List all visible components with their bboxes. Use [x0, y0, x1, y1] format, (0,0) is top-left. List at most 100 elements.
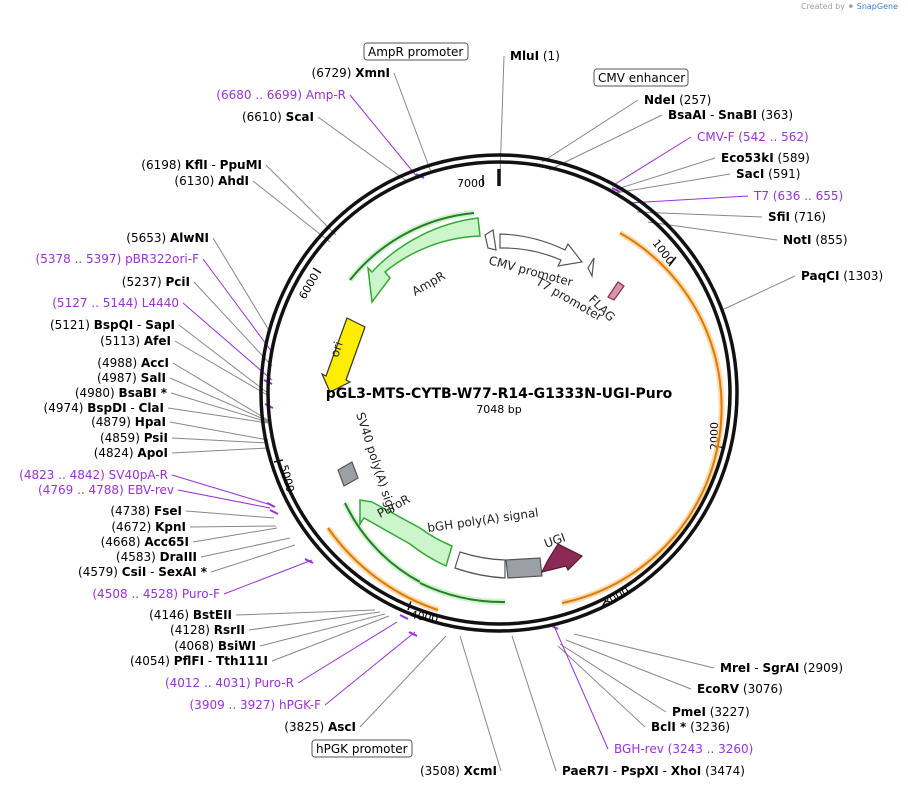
site-label-puro-f: (4508 .. 4528) Puro-F — [92, 587, 220, 601]
leader-line-pmei — [559, 643, 667, 713]
site-label-scai: (6610) ScaI — [242, 110, 314, 124]
site-label-puro-r: (4012 .. 4031) Puro-R — [165, 676, 294, 690]
leader-line-pbr322ori-f — [202, 258, 273, 353]
cmv-enhancer-box — [593, 68, 689, 87]
site-label-amp-r: (6680 .. 6699) Amp-R — [216, 88, 346, 102]
site-label-eco53ki: Eco53kI (589) — [721, 151, 810, 165]
ampr-arrow — [367, 217, 481, 304]
site-label-mrei: MreI - SgrAI (2909) — [720, 661, 843, 675]
site-label-paer7i: PaeR7I - PspXI - XhoI (3474) — [562, 764, 745, 778]
leader-line-ebv-rev — [177, 489, 271, 509]
site-label-mlui: MluI (1) — [510, 49, 560, 63]
ori-arrow — [320, 317, 366, 393]
primer-marker-9 — [399, 614, 409, 620]
site-label-kpni: (4672) KpnI — [111, 520, 186, 534]
leader-line-eco53ki — [613, 157, 716, 191]
site-label-pbr322ori-f: (5378 .. 5397) pBR322ori-F — [36, 252, 200, 266]
site-label-saci: SacI (591) — [736, 167, 800, 181]
site-label-paqci: PaqCI (1303) — [801, 269, 883, 283]
tick-mark-6000 — [312, 267, 322, 274]
site-label-bsaai: BsaAI - SnaBI (363) — [668, 108, 793, 122]
hpgk-promoter-box — [311, 739, 413, 758]
ampr-promoter-arrow — [484, 229, 497, 251]
site-label-alwni: (5653) AlwNI — [126, 231, 209, 245]
plasmid-size: 7048 bp — [476, 403, 521, 416]
site-label-t7: T7 (636 .. 655) — [753, 189, 843, 203]
cmv-enhancer-box-label: CMV enhancer — [598, 71, 685, 85]
hpgk-promoter-arrow — [454, 551, 506, 579]
leader-line-pflfi — [271, 615, 390, 662]
features: AmpR CMV promoter T7 promoter FLAG ori S… — [320, 210, 625, 606]
leader-line-t7 — [627, 195, 749, 204]
site-label-l4440: (5127 .. 5144) L4440 — [52, 296, 179, 310]
tick-label-4000: 4000 — [409, 608, 439, 626]
leader-line-bsaai — [548, 114, 663, 171]
site-label-sv40pa-r: (4823 .. 4842) SV40pA-R — [19, 468, 168, 482]
site-label-psii: (4859) PsiI — [100, 431, 168, 445]
ampr-promoter-box-label: AmpR promoter — [368, 45, 463, 59]
orange-band-right — [561, 232, 723, 604]
primer-marker-0 — [611, 187, 621, 193]
leader-line-rsrii — [248, 611, 381, 631]
bgh-polya-label: bGH poly(A) signal — [426, 506, 539, 535]
site-label-hpgk-f: (3909 .. 3927) hPGK-F — [190, 698, 322, 712]
leader-line-sv40pa-r — [171, 474, 269, 505]
flag-tag-block — [607, 281, 625, 301]
site-label-acc65i: (4668) Acc65I — [101, 535, 189, 549]
leader-line-mrei — [573, 633, 715, 669]
site-label-cmv-f: CMV-F (542 .. 562) — [697, 130, 809, 144]
leader-line-ecorv — [565, 639, 692, 690]
orange-band-left — [327, 527, 439, 611]
site-label-noti: NotI (855) — [783, 233, 848, 247]
leader-line-acci — [172, 362, 269, 421]
leader-line-bsabi- — [170, 392, 269, 423]
right-site-labels: MluI (1) NdeI (257)BsaAI - SnaBI (363) CMV… — [510, 49, 883, 778]
left-site-labels: (6729) XmnI(6680 .. 6699) Amp-R(6610) Sc… — [19, 66, 497, 778]
backbone — [259, 153, 739, 633]
leader-line-bgh-rev — [553, 625, 609, 750]
leader-line-alwni — [212, 237, 271, 333]
leader-line-bsiwi — [259, 613, 386, 647]
primer-marker-10 — [408, 631, 418, 637]
site-label-afei: (5113) AfeI — [100, 334, 171, 348]
leader-line-paqci — [721, 275, 796, 311]
site-label-bspqi: (5121) BspQI - SapI — [50, 318, 175, 332]
site-label-pmei: PmeI (3227) — [672, 705, 750, 719]
leader-line-fsei — [185, 510, 275, 519]
leader-line-ahdi — [252, 180, 331, 243]
leader-line-kpni — [189, 525, 277, 528]
leader-lines — [167, 55, 796, 772]
leader-line-afei — [174, 340, 270, 397]
ugi-arrow — [540, 543, 584, 573]
site-label-ahdi: (6130) AhdI — [174, 174, 249, 188]
site-label-ecorv: EcoRV (3076) — [697, 682, 783, 696]
site-label-ebv-rev: (4769 .. 4788) EBV-rev — [38, 483, 174, 497]
site-label-pflfi: (4054) PflFI - Tth111I — [130, 654, 268, 668]
site-label-apoi: (4824) ApoI — [94, 446, 168, 460]
ampr-promoter-box — [363, 42, 469, 61]
leader-line-draiii — [200, 537, 291, 558]
site-label-bcli-: BclI * (3236) — [651, 720, 730, 734]
leader-line-saci — [614, 173, 731, 194]
ori-label: ori — [328, 340, 346, 359]
leader-line-scai — [317, 116, 409, 183]
leader-line-psii — [171, 437, 269, 444]
ampr-primer-band — [349, 212, 475, 281]
site-label-acci: (4988) AccI — [97, 356, 169, 370]
leader-line-paer7i — [511, 635, 557, 772]
site-label-bsiwi: (4068) BsiWI — [174, 639, 256, 653]
ugi-label: UGI — [542, 530, 567, 551]
tick-mark-4000 — [407, 600, 412, 611]
primer-marker-6 — [269, 509, 279, 515]
site-label-sfii: SfiI (716) — [768, 210, 826, 224]
center-title: pGL3-MTS-CYTB-W77-R14-G1333N-UGI-Puro 70… — [326, 386, 673, 416]
primer-bands — [325, 230, 725, 613]
site-label-ndei: NdeI (257) — [644, 93, 711, 107]
puro-lower-band — [419, 582, 506, 604]
leader-line-bcli- — [557, 645, 646, 728]
site-label-xcmi: (3508) XcmI — [420, 764, 497, 778]
snapgene-credit: Created by ⚫ SnapGene — [801, 2, 898, 11]
site-label-kfli: (6198) KflI - PpuMI — [141, 158, 262, 172]
leader-line-bsteii — [235, 609, 376, 616]
